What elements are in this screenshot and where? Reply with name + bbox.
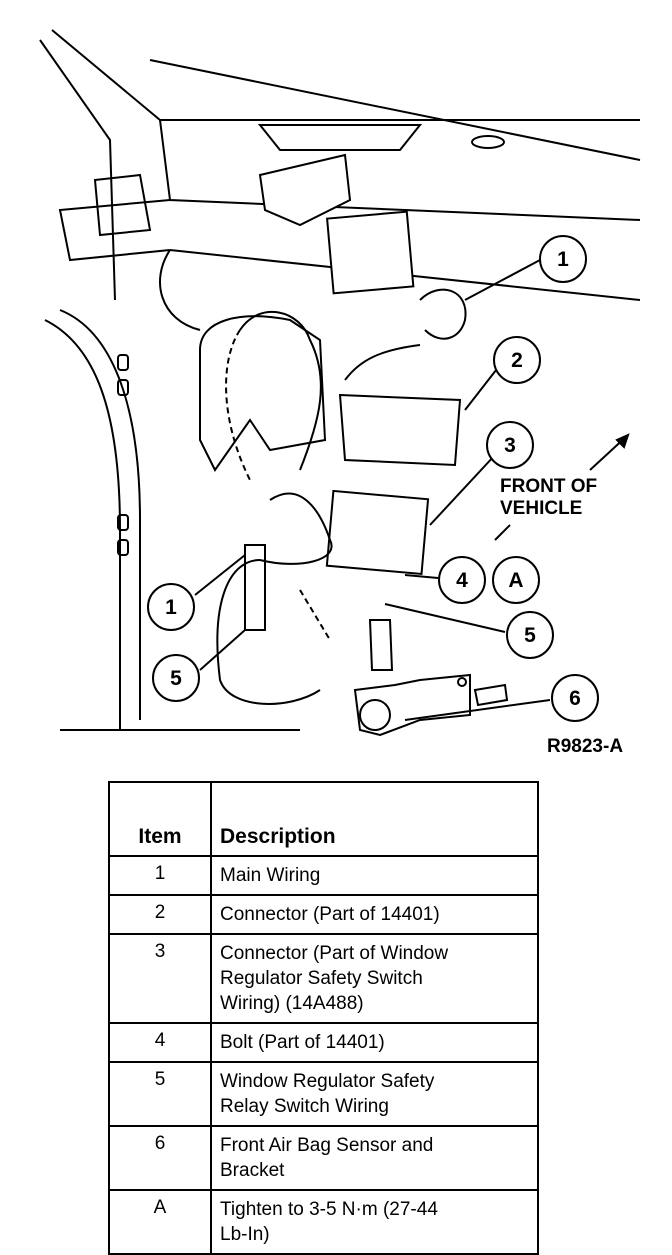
callout-1-left: 1 [147,583,195,631]
description-line: Connector (Part of 14401) [220,904,440,925]
item-cell: 4 [108,1022,212,1063]
parts-illustration: 1 2 3 1 4 A 5 5 6 FRONT OF VEHICLE R9823… [39,29,641,757]
item-cell: 1 [108,855,212,896]
svg-text:3: 3 [504,434,516,457]
wiring-harness [216,288,467,705]
table-row: 1 Main Wiring [108,855,539,896]
callout-A: A [492,556,540,604]
description-cell: Front Air Bag Sensor and Bracket [210,1125,539,1191]
callout-5-right: 5 [506,611,554,659]
item-cell: 5 [108,1061,212,1127]
svg-text:1: 1 [165,596,177,619]
item-cell: 2 [108,894,212,935]
header-description: Description [210,781,539,857]
table-row: A Tighten to 3-5 N·m (27-44 Lb-In) [108,1189,539,1255]
description-cell: Main Wiring [210,855,539,896]
description-cell: Tighten to 3-5 N·m (27-44 Lb-In) [210,1189,539,1255]
front-of-vehicle-label-line2: VEHICLE [500,498,582,519]
table-row: 3 Connector (Part of Window Regulator Sa… [108,933,539,1024]
description-line: Window Regulator Safety [220,1071,435,1092]
description-line: Bolt (Part of 14401) [220,1032,385,1053]
svg-text:4: 4 [456,569,468,592]
callout-3: 3 [486,421,534,469]
description-cell: Window Regulator Safety Relay Switch Wir… [210,1061,539,1127]
description-line: Lb-In) [220,1224,270,1245]
description-line: Front Air Bag Sensor and [220,1135,434,1156]
description-cell: Bolt (Part of 14401) [210,1022,539,1063]
description-line: Wiring) (14A488) [220,993,364,1014]
description-line: Main Wiring [220,865,321,886]
svg-text:A: A [508,569,523,592]
callout-2: 2 [493,336,541,384]
description-line: Bracket [220,1160,285,1181]
legend-table: Item Description 1 Main Wiring 2 Connect… [108,781,539,1255]
description-cell: Connector (Part of 14401) [210,894,539,935]
callout-1-top: 1 [539,235,587,283]
item-cell: A [108,1189,212,1255]
callout-4: 4 [438,556,486,604]
description-line: Relay Switch Wiring [220,1096,389,1117]
table-row: 6 Front Air Bag Sensor and Bracket [108,1125,539,1191]
description-line: Connector (Part of Window [220,943,449,964]
description-line: Tighten to 3-5 N·m (27-44 [220,1199,438,1220]
table-row: 4 Bolt (Part of 14401) [108,1022,539,1063]
svg-text:5: 5 [170,667,182,690]
svg-text:6: 6 [569,687,581,710]
table-header-row: Item Description [108,781,539,857]
table-row: 5 Window Regulator Safety Relay Switch W… [108,1061,539,1127]
callout-6: 6 [551,674,599,722]
item-cell: 3 [108,933,212,1024]
svg-text:2: 2 [511,349,523,372]
description-line: Regulator Safety Switch [220,968,423,989]
description-cell: Connector (Part of Window Regulator Safe… [210,933,539,1024]
callout-5-left: 5 [152,654,200,702]
front-of-vehicle-label-line1: FRONT OF [500,476,597,497]
header-item: Item [108,781,212,857]
svg-text:1: 1 [557,248,569,271]
table-row: 2 Connector (Part of 14401) [108,894,539,935]
item-cell: 6 [108,1125,212,1191]
bracket-assembly [199,153,509,737]
leader-lines [194,259,630,721]
svg-text:5: 5 [524,624,536,647]
figure-id: R9823-A [547,736,623,757]
